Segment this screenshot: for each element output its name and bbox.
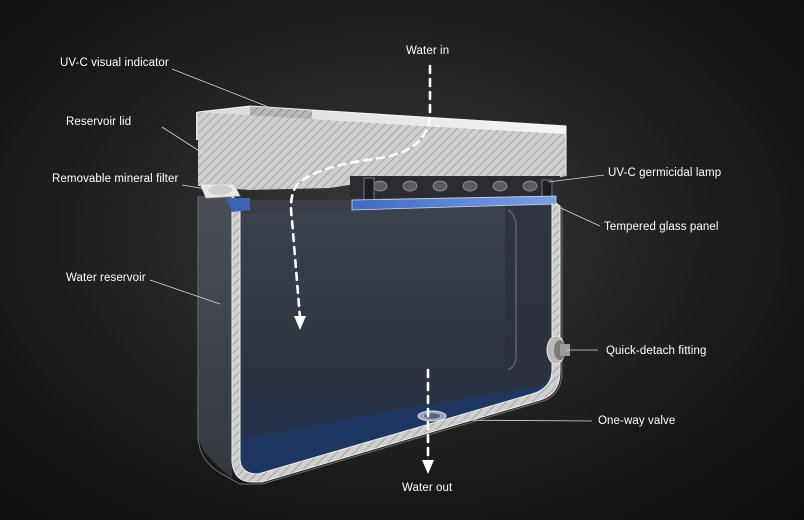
label-reservoir-lid: Reservoir lid	[66, 116, 132, 128]
leader-mineral-filter	[181, 184, 213, 191]
water-out-arrowhead	[422, 460, 434, 474]
leader-glass-panel	[551, 203, 601, 227]
leader-uvc-indicator	[171, 68, 277, 111]
label-water-out: Water out	[402, 482, 453, 494]
flow-arrows	[289, 64, 432, 464]
flow-arrowheads	[294, 316, 434, 474]
tempered-glass-part	[351, 195, 557, 211]
water-reservoir-body	[197, 194, 563, 485]
reservoir-lid-part	[196, 105, 567, 212]
leader-one-way-valve	[439, 419, 593, 422]
label-glass-panel: Tempered glass panel	[604, 221, 719, 233]
quick-detach-fitting-part	[546, 335, 570, 365]
label-mineral-filter: Removable mineral filter	[52, 173, 179, 185]
water-in-arrowhead	[294, 316, 306, 330]
water-in-flow-path	[289, 64, 432, 320]
label-water-reservoir: Water reservoir	[66, 272, 146, 284]
leader-uvc-lamp	[547, 174, 605, 183]
label-uvc-indicator: UV-C visual indicator	[60, 57, 169, 69]
label-water-in: Water in	[406, 45, 450, 57]
leader-water-reservoir	[149, 279, 221, 305]
one-way-valve-part	[417, 410, 447, 422]
leader-reservoir-lid	[161, 126, 205, 155]
label-uvc-lamp: UV-C germicidal lamp	[608, 167, 722, 179]
label-one-way-valve: One-way valve	[598, 415, 676, 427]
leader-lines	[149, 68, 605, 422]
label-quick-detach: Quick-detach fitting	[606, 345, 707, 357]
